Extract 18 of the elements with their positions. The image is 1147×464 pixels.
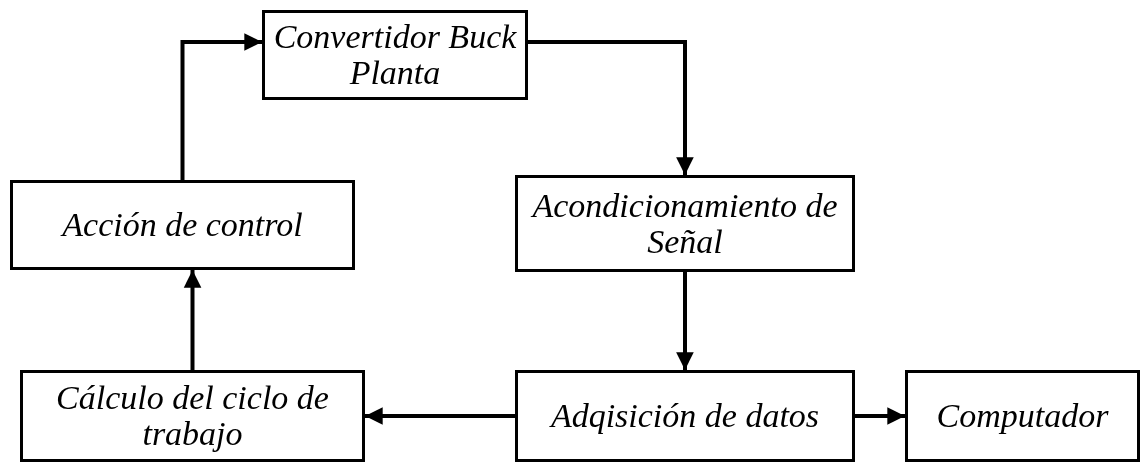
arrow bbox=[855, 407, 905, 425]
process-box bbox=[20, 370, 365, 462]
arrow bbox=[676, 272, 694, 370]
arrow bbox=[528, 40, 694, 175]
box-label: Acción de control bbox=[62, 207, 303, 243]
process-box bbox=[515, 175, 855, 272]
box-label: Computador bbox=[936, 398, 1109, 434]
arrow bbox=[365, 407, 515, 425]
box-label: Acondicionamiento de Señal bbox=[529, 187, 839, 260]
arrow bbox=[180, 33, 262, 180]
box-label: Convertidor Buck Planta bbox=[273, 19, 517, 91]
process-box bbox=[10, 180, 355, 270]
process-box bbox=[515, 370, 855, 462]
box-label: Adqisición de datos bbox=[550, 398, 820, 434]
process-box bbox=[262, 10, 528, 100]
box-label: Cálculo del ciclo de trabajo bbox=[55, 380, 330, 452]
process-box bbox=[905, 370, 1140, 462]
arrow bbox=[183, 270, 202, 370]
